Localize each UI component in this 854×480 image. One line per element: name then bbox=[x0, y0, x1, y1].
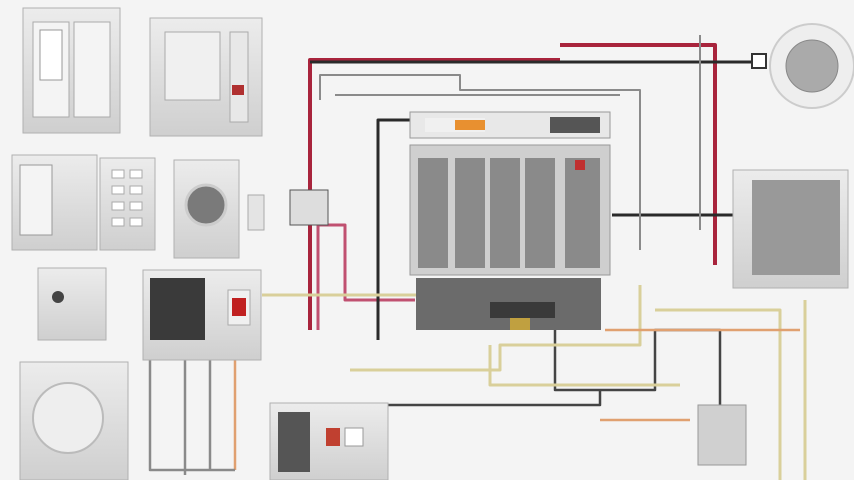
sensor-module[interactable] bbox=[37, 267, 107, 341]
light-switch[interactable] bbox=[22, 7, 121, 134]
thermostat-panel[interactable] bbox=[11, 154, 98, 251]
multi-button-panel[interactable] bbox=[99, 157, 156, 251]
fan-icon bbox=[752, 180, 840, 275]
thermostat-icon bbox=[19, 164, 53, 236]
round-thermostat[interactable] bbox=[19, 361, 129, 480]
wires bbox=[148, 35, 807, 480]
speaker[interactable] bbox=[751, 23, 854, 109]
rocker-switch-icon bbox=[39, 29, 63, 81]
terminal-block bbox=[247, 189, 329, 231]
sensor-icon bbox=[52, 291, 64, 303]
wire-red-loop bbox=[316, 223, 415, 330]
wire-orange bbox=[233, 328, 800, 470]
wire-gray-bottom bbox=[148, 360, 235, 475]
wire-red-main bbox=[308, 43, 717, 330]
dial-icon bbox=[184, 183, 228, 227]
junction-box[interactable] bbox=[697, 404, 747, 466]
wire-gray-top bbox=[319, 35, 701, 250]
button-keypad[interactable] bbox=[149, 17, 263, 137]
keypad-icon bbox=[150, 278, 205, 340]
wire-beige bbox=[262, 285, 782, 480]
dial-icon bbox=[32, 382, 104, 454]
control-panel-icon bbox=[278, 412, 310, 472]
rotary-dimmer[interactable] bbox=[173, 159, 240, 259]
hvac-unit[interactable] bbox=[732, 169, 849, 289]
keypad-icon bbox=[164, 31, 221, 101]
central-controller[interactable] bbox=[409, 111, 611, 330]
control-panel[interactable] bbox=[269, 402, 389, 480]
box-icon bbox=[697, 404, 747, 466]
button-panel-icon bbox=[111, 169, 143, 227]
wire-black-controller bbox=[376, 118, 735, 340]
wire-black-lower bbox=[290, 300, 722, 410]
speaker-icon bbox=[785, 39, 839, 93]
controller-icon bbox=[418, 158, 600, 268]
security-keypad[interactable] bbox=[142, 269, 262, 361]
